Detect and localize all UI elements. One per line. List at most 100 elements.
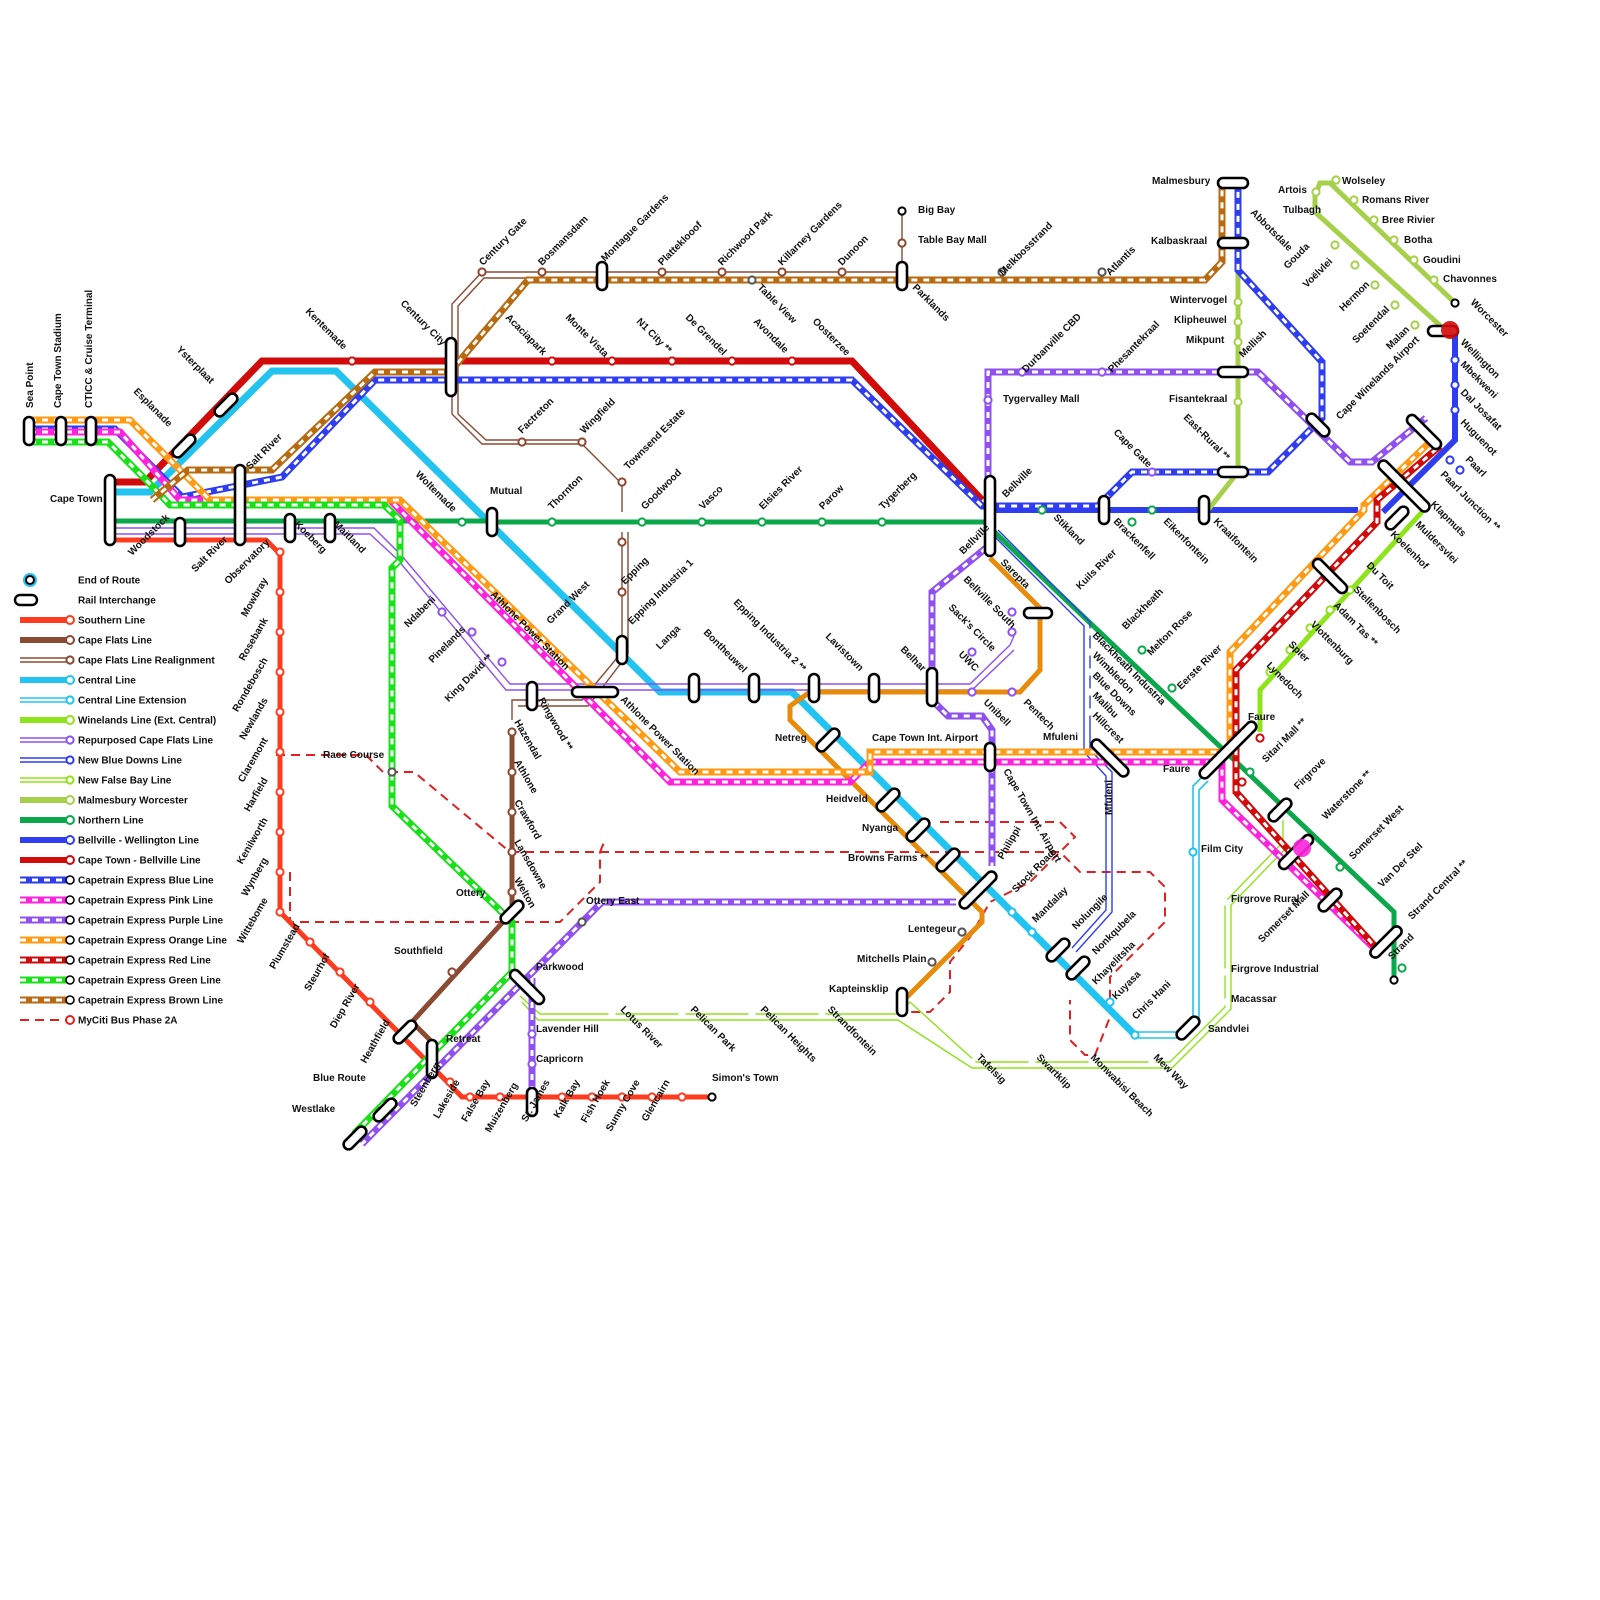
station-dot xyxy=(1167,683,1177,693)
station-dot xyxy=(1086,648,1094,656)
station-dot xyxy=(1335,862,1345,872)
legend-label: Capetrain Express Brown Line xyxy=(78,996,223,1007)
station-label: Diep River xyxy=(328,982,362,1030)
station-label: Firgrove Rural xyxy=(1231,894,1300,905)
legend-label: Capetrain Express Purple Line xyxy=(78,916,223,927)
station-label: Phesantekraal xyxy=(1106,319,1162,375)
station-label: Lavistown xyxy=(823,631,865,673)
station-label: Hazendal xyxy=(511,718,543,762)
station-label: Mitchells Plain xyxy=(857,954,926,965)
station-dot xyxy=(1007,627,1017,637)
station-dot xyxy=(587,1092,597,1102)
station-label: Blue Route xyxy=(313,1073,366,1084)
station-label: Tafelsig xyxy=(974,1052,1008,1086)
station-dot xyxy=(787,356,797,366)
station-label: Parow xyxy=(817,483,846,512)
station-dot xyxy=(617,537,627,547)
legend-item-blue-downs: New Blue Downs Line xyxy=(20,755,182,767)
station-label: Du Toit xyxy=(1364,560,1396,592)
northern-line xyxy=(110,518,1397,980)
station-label: Nyanga xyxy=(862,823,899,834)
station-label: Browns Farms ** xyxy=(848,853,928,864)
station-label: Mowbray xyxy=(239,576,270,619)
station-dot xyxy=(347,356,357,366)
station-label: Retreat xyxy=(446,1034,481,1045)
station-label: Bree Rivier xyxy=(1382,215,1435,226)
station-label: Fisantekraal xyxy=(1169,394,1228,405)
station-label: King David ** xyxy=(443,652,495,704)
station-label: Mutual xyxy=(490,486,522,497)
station-label: Maitland xyxy=(331,519,367,555)
station-dot xyxy=(1237,777,1247,787)
station-dot xyxy=(1088,1058,1096,1066)
station-label: Platteklooof xyxy=(656,219,705,268)
station-dot xyxy=(1037,505,1047,515)
legend-label: Winelands Line (Ext. Central) xyxy=(78,716,216,727)
station-label: Sitari Mall ** xyxy=(1260,716,1309,765)
station-dot xyxy=(1450,405,1460,415)
station-dot xyxy=(275,787,285,797)
station-label: Avondale xyxy=(751,316,791,356)
station-dot xyxy=(1137,645,1147,655)
station-dot xyxy=(1233,337,1243,347)
station-label: Dunoon xyxy=(836,234,870,268)
legend-item-bellville-wellington: Bellville - Wellington Line xyxy=(20,835,199,847)
station-dot xyxy=(717,267,727,277)
legend-label: Northern Line xyxy=(78,816,144,827)
station-label: Vlottenburg xyxy=(1308,619,1355,666)
station-label: Faure xyxy=(1163,764,1191,775)
station-dot xyxy=(1086,688,1094,696)
station-dot xyxy=(275,867,285,877)
station-label: Big Bay xyxy=(918,205,956,216)
station-label: Blackheath xyxy=(1120,587,1166,633)
station-label: Macassar xyxy=(1231,994,1277,1005)
station-label: Firgrove Industrial xyxy=(1231,964,1319,975)
station-dot xyxy=(1350,260,1360,270)
station-dot xyxy=(507,767,517,777)
station-label: False Bay xyxy=(460,1078,493,1124)
station-label: Athlone Power Station xyxy=(618,694,701,777)
station-dot xyxy=(557,1092,567,1102)
station-label: Race Course xyxy=(323,750,385,761)
station-label: UWC xyxy=(956,649,981,674)
station-dot xyxy=(1265,667,1275,677)
station-dot xyxy=(817,517,827,527)
station-dot xyxy=(1221,898,1229,906)
station-label: Pinelands xyxy=(427,624,468,665)
station-dot xyxy=(1086,668,1094,676)
station-dot xyxy=(1233,297,1243,307)
station-label: Tygerberg xyxy=(877,470,919,512)
station-dot xyxy=(617,477,627,487)
station-label: Ringwood ** xyxy=(535,696,574,753)
station-dot xyxy=(1311,205,1321,215)
legend-item-cape-flats: Cape Flats Line xyxy=(20,635,152,647)
station-label: Wintervogel xyxy=(1170,295,1227,306)
legend-item-express-orange: Capetrain Express Orange Line xyxy=(20,935,227,947)
station-dot xyxy=(1007,687,1017,697)
station-dot xyxy=(677,1092,687,1102)
station-dot xyxy=(275,707,285,717)
station-dot xyxy=(497,657,507,667)
station-dot xyxy=(1007,907,1017,917)
legend-item-bus: MyCiti Bus Phase 2A xyxy=(20,1015,177,1027)
legend-item-repurposed: Repurposed Cape Flats Line xyxy=(20,735,213,747)
legend-label: Central Line xyxy=(78,676,136,687)
station-label: Plumstead xyxy=(268,922,303,971)
station-label: Mandalay xyxy=(1030,885,1070,925)
station-label: Westlake xyxy=(292,1104,336,1115)
orange-line xyxy=(787,556,1043,1012)
station-dot xyxy=(607,356,617,366)
station-dot xyxy=(1028,1058,1036,1066)
station-dot xyxy=(1147,467,1157,477)
station-dot xyxy=(1027,927,1037,937)
legend-label: Capetrain Express Orange Line xyxy=(78,936,227,947)
station-label: Romans River xyxy=(1362,195,1429,206)
station-label: Botha xyxy=(1404,235,1433,246)
legend-item-cape-town-bellville: Cape Town - Bellville Line xyxy=(20,855,201,867)
station-label: Table Bay Mall xyxy=(918,235,987,246)
station-label: Strandfontein xyxy=(825,1004,879,1058)
station-label: Parkwood xyxy=(536,962,584,973)
station-label: Lavender Hill xyxy=(536,1024,599,1035)
station-label: Kapteinsklip xyxy=(829,984,888,995)
